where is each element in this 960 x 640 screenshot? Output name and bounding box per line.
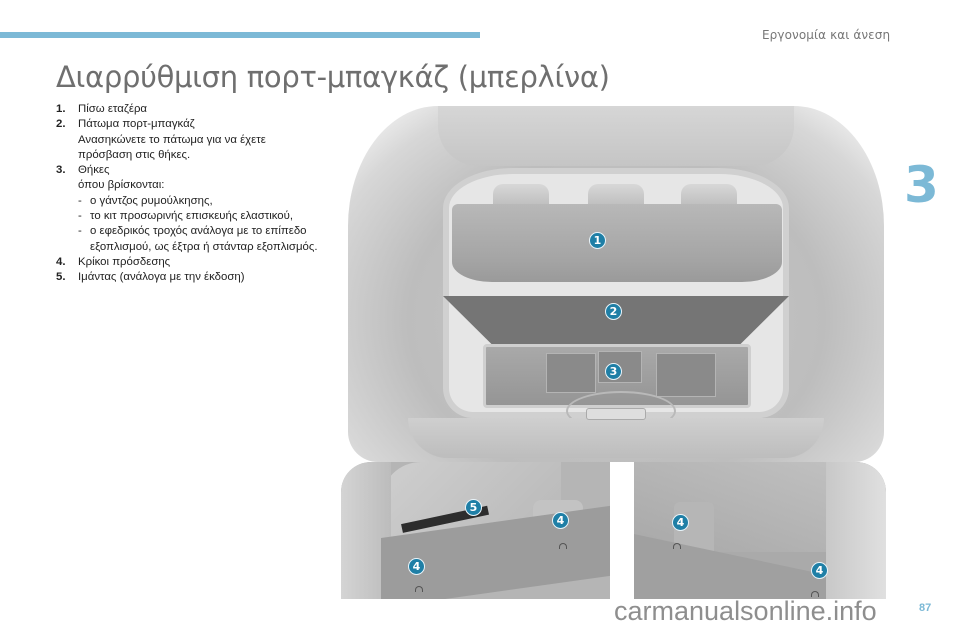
legend-label: Θήκες <box>78 164 110 177</box>
callout-marker: 3 <box>605 363 622 380</box>
legend-item: 5. Ιμάντας (ανάλογα με την έκδοση) <box>56 270 336 285</box>
page-number: 87 <box>919 602 932 614</box>
tie-down-ring-graphic <box>673 543 681 549</box>
chapter-number: 3 <box>904 156 939 214</box>
tie-down-ring-graphic <box>415 586 423 592</box>
callout-marker: 5 <box>465 499 482 516</box>
parcel-shelf-graphic <box>452 204 782 282</box>
trunk-right-detail-illustration: 4 4 <box>634 462 886 599</box>
section-title: Εργονομία και άνεση <box>762 28 891 42</box>
legend-subitem: - ο γάντζος ρυμούλκησης, <box>78 194 213 207</box>
tailgate-handle-graphic <box>586 408 646 420</box>
callout-marker: 4 <box>408 558 425 575</box>
tie-down-ring-graphic <box>811 591 819 597</box>
legend-item: 2. Πάτωμα πορτ-μπαγκάζ Ανασηκώνετε το πά… <box>56 117 336 163</box>
legend-subitem: - ο εφεδρικός τροχός ανάλογα με το επίπε… <box>78 225 318 253</box>
watermark: carmanualsonline.info <box>614 596 877 626</box>
legend-label: Πάτωμα πορτ-μπαγκάζ <box>78 118 195 131</box>
callout-marker: 1 <box>589 232 606 249</box>
callout-marker: 2 <box>605 303 622 320</box>
header-accent-bar <box>0 32 480 38</box>
legend-number: 3. <box>56 164 66 177</box>
legend-item: 3. Θήκες όπου βρίσκονται: - ο γάντζος ρυ… <box>56 163 336 255</box>
storage-well-graphic <box>483 344 751 431</box>
legend-number: 5. <box>56 271 66 284</box>
legend-number: 1. <box>56 103 66 115</box>
trunk-illustration: 1 2 3 <box>348 106 884 462</box>
callout-marker: 4 <box>552 512 569 529</box>
legend-item: 1. Πίσω εταζέρα <box>56 102 336 117</box>
legend-label: Ιμάντας (ανάλογα με την έκδοση) <box>78 271 245 284</box>
rear-bumper-graphic <box>408 418 824 458</box>
legend-item: 4. Κρίκοι πρόσδεσης <box>56 255 336 270</box>
legend-description: πρόσβαση στις θήκες. <box>78 148 191 161</box>
legend-description: Ανασηκώνετε το πάτωμα για να έχετε <box>78 133 266 146</box>
page-title: Διαρρύθμιση πορτ-μπαγκάζ (μπερλίνα) <box>56 60 610 94</box>
legend-label: Κρίκοι πρόσδεσης <box>78 255 171 268</box>
tie-down-ring-graphic <box>559 543 567 549</box>
car-roof-graphic <box>438 106 794 166</box>
legend-description: όπου βρίσκονται: <box>78 179 165 192</box>
trunk-left-detail-illustration: 5 4 4 <box>341 462 610 599</box>
callout-marker: 4 <box>811 562 828 579</box>
legend-number: 2. <box>56 118 66 131</box>
legend-label: Πίσω εταζέρα <box>78 103 148 115</box>
legend-list: 1. Πίσω εταζέρα 2. Πάτωμα πορτ-μπαγκάζ Α… <box>56 102 336 286</box>
legend-subitem: - το κιτ προσωρινής επισκευής ελαστικού, <box>78 210 294 223</box>
legend-number: 4. <box>56 255 66 268</box>
callout-marker: 4 <box>672 514 689 531</box>
